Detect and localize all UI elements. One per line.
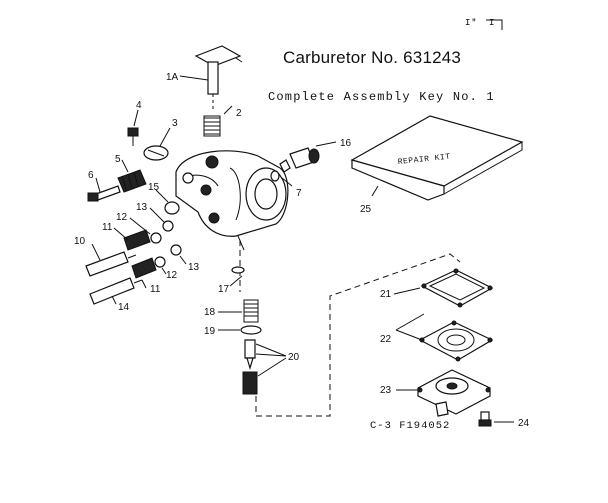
part-17-plug <box>231 266 245 274</box>
callout-11-lower: 11 <box>150 284 161 295</box>
part-15-plug <box>164 201 180 215</box>
part-23-pump-cover <box>417 369 491 417</box>
part-5-spring <box>117 169 147 193</box>
callout-25: 25 <box>360 204 372 215</box>
corner-mark-1: I' <box>465 18 476 28</box>
figure-reference: C-3 F194052 <box>370 420 451 432</box>
part-11-spring-a <box>123 229 151 251</box>
callout-4: 4 <box>136 100 142 111</box>
callout-3: 3 <box>172 118 178 129</box>
part-21-gasket <box>420 268 494 308</box>
part-13-washer-a <box>162 220 174 232</box>
part-22-diaphragm <box>418 320 494 362</box>
callout-16: 16 <box>340 138 352 149</box>
part-18-spring <box>243 299 259 323</box>
callout-11-upper: 11 <box>102 222 113 233</box>
part-11-spring-b <box>131 257 157 279</box>
diagram-title: Carburetor No. 631243 <box>283 48 462 67</box>
callout-1a: 1A <box>166 72 179 83</box>
callout-21: 21 <box>380 289 392 300</box>
corner-mark-3: I <box>489 18 495 28</box>
part-2-spring <box>203 115 221 137</box>
leader-lines <box>91 75 514 423</box>
callout-17: 17 <box>218 284 230 295</box>
assembly-path-line <box>255 253 461 417</box>
callout-24: 24 <box>518 418 530 429</box>
callout-18: 18 <box>204 307 216 318</box>
part-24-screw <box>478 411 492 427</box>
part-20-needle-and-seat <box>242 339 258 395</box>
callout-5: 5 <box>115 154 121 165</box>
diagram-subtitle: Complete Assembly Key No. 1 <box>268 90 495 104</box>
callout-12-lower: 12 <box>166 270 178 281</box>
corner-mark-2: ' <box>472 18 478 28</box>
part-25-repair-kit: REPAIR KIT <box>350 115 524 201</box>
part-1a-choke-shaft <box>194 45 243 112</box>
carburetor-body <box>175 150 289 251</box>
part-19-washer <box>240 325 262 335</box>
part-12-o-ring-a <box>150 232 162 244</box>
callout-10: 10 <box>74 236 86 247</box>
part-12-o-ring-b <box>154 256 166 268</box>
part-13-washer-b <box>170 244 182 256</box>
callout-13-lower: 13 <box>188 262 200 273</box>
corner-tab-mark <box>486 19 503 30</box>
callout-2: 2 <box>236 108 242 119</box>
callout-7: 7 <box>296 188 302 199</box>
part-7-plug <box>270 170 280 182</box>
part-14-needle <box>89 277 143 305</box>
callout-13-upper: 13 <box>136 202 148 213</box>
callout-12-upper: 12 <box>116 212 128 223</box>
callout-15: 15 <box>148 182 160 193</box>
part-6-screw <box>87 185 121 202</box>
part-4-screw <box>127 127 139 146</box>
callout-20: 20 <box>288 352 300 363</box>
callout-19: 19 <box>204 326 216 337</box>
part-10-needle <box>85 251 137 277</box>
callout-23: 23 <box>380 385 392 396</box>
callout-22: 22 <box>380 334 392 345</box>
callout-6: 6 <box>88 170 94 181</box>
part-16-elbow-fitting <box>279 147 320 173</box>
callout-14: 14 <box>118 302 130 313</box>
